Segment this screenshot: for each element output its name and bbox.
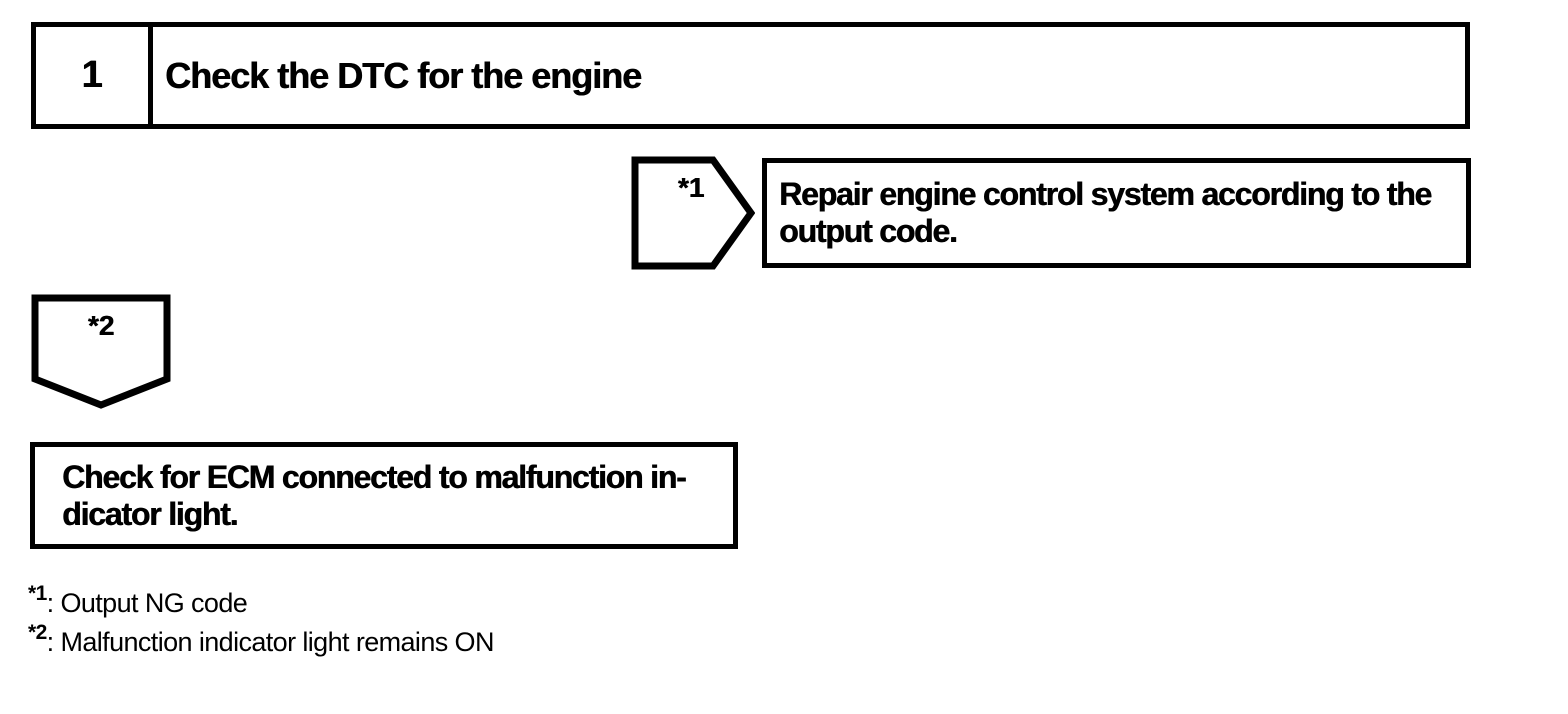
connector-down: *2 (31, 294, 171, 409)
repair-action-line-1: Repair engine control system according t… (779, 176, 1432, 212)
step-box: 1 Check the DTC for the engine (31, 22, 1470, 129)
step-title: Check the DTC for the engine (165, 54, 642, 96)
footnote-1-text: : Output NG code (46, 588, 248, 618)
repair-action-box: Repair engine control system according t… (762, 158, 1471, 268)
connector-down-label: *2 (87, 310, 115, 341)
step-number: 1 (36, 27, 153, 124)
connector-right-icon (631, 156, 755, 270)
footnote-2: *2: Malfunction indicator light remains … (28, 621, 495, 662)
ecm-check-line-1: Check for ECM connected to malfunction i… (62, 458, 687, 495)
repair-action-line-2: output code. (779, 213, 958, 249)
connector-right: *1 (631, 156, 755, 270)
footnote-1: *1: Output NG code (28, 582, 494, 623)
connector-right-label: *1 (677, 172, 705, 203)
connector-down-icon (31, 294, 171, 409)
footnote-1-marker: *1 (28, 582, 47, 605)
footnote-2-marker: *2 (28, 621, 47, 644)
ecm-check-line-2: dicator light. (62, 495, 238, 532)
ecm-check-box: Check for ECM connected to malfunction i… (30, 442, 738, 549)
footnote-2-text: : Malfunction indicator light remains ON (46, 627, 495, 657)
footnotes: *1: Output NG code *2: Malfunction indic… (28, 582, 495, 662)
